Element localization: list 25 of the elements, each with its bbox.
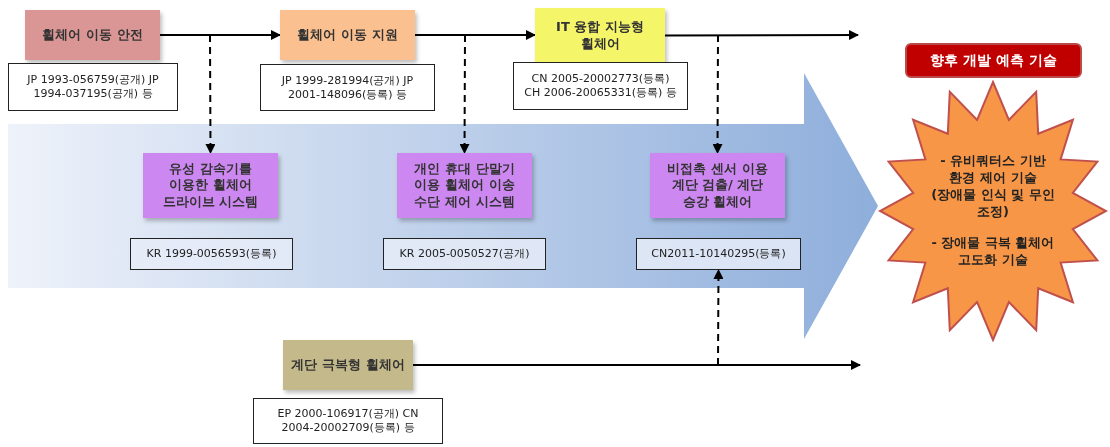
arrow: [459, 34, 470, 154]
arrow: [414, 30, 536, 40]
arrow: [412, 360, 861, 370]
patent-box: JP 1993-056759(공개) JP 1994-037195(공개) 등: [8, 63, 178, 111]
arrow: [205, 34, 216, 154]
patent-box: KR 2005-0050527(공개): [383, 238, 546, 270]
forecast-text: - 장애물 극복 휠체어 고도화 기술: [930, 234, 1056, 269]
patent-box: CN2011-10140295(등록): [636, 238, 801, 270]
patent-box: KR 1999-0056593(등록): [130, 238, 293, 270]
category-box: 휠체어 이동 지원: [280, 10, 415, 60]
patent-box: EP 2000-106917(공개) CN 2004-20002709(등록) 등: [253, 398, 443, 444]
category-box: 휠체어 이동 안전: [25, 10, 160, 60]
patent-box: CN 2005-20002773(등록) CH 2006-20065331(등록) 등: [513, 62, 688, 110]
arrow: [664, 30, 859, 40]
technology-box: 개인 휴대 단말기 이용 휠체어 이송 수단 제어 시스템: [397, 153, 532, 218]
category-box: IT 융합 지능형 휠체어: [535, 8, 665, 63]
technology-box: 비접촉 센서 이용 계단 검출/ 계단 승강 휠체어: [650, 153, 785, 218]
arrow: [713, 269, 724, 366]
technology-box: 유성 감속기를 이용한 휠체어 드라이브 시스템: [143, 153, 278, 218]
arrow: [159, 30, 281, 40]
heading-box: 향후 개발 예측 기술: [905, 43, 1082, 78]
patent-box: JP 1999-281994(공개) JP 2001-148096(등록) 등: [260, 64, 435, 111]
arrow: [712, 34, 723, 154]
category-box: 계단 극복형 휠체어: [283, 340, 413, 390]
forecast-text: - 유비쿼터스 기반 환경 제어 기술 (장애물 인식 및 무인 조정): [930, 153, 1056, 221]
